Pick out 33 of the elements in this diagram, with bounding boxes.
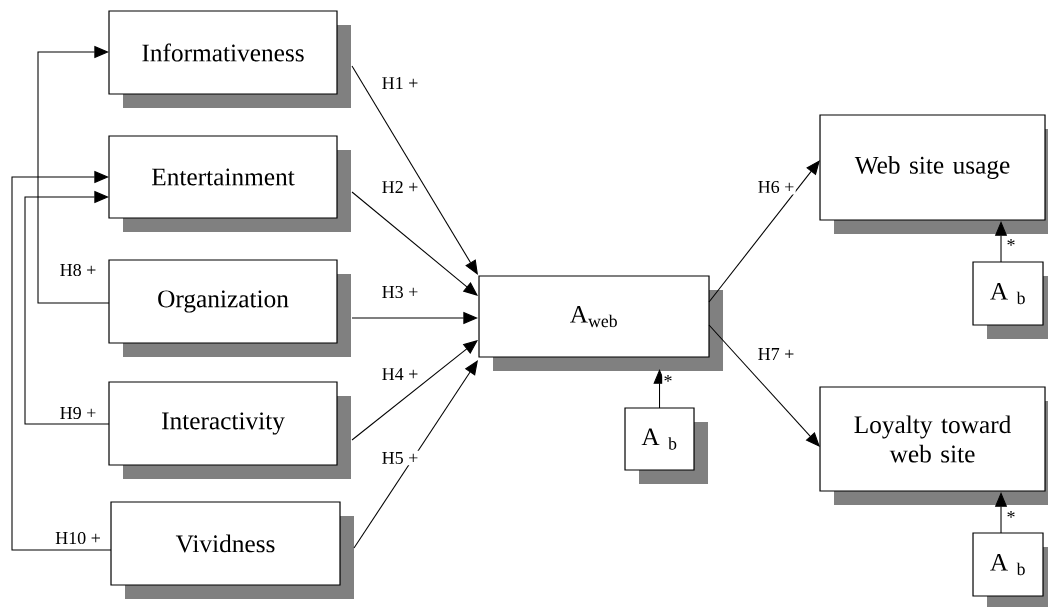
edge-label: H3 +: [380, 284, 420, 300]
edge-label: H10 +: [53, 530, 103, 546]
variable-box: A$_{web}$: [478, 275, 723, 371]
edge-label: H4 +: [380, 366, 420, 382]
edge-label: H2 +: [380, 179, 420, 195]
edge-label: H1 +: [380, 75, 420, 91]
arrow: [37, 45, 110, 304]
variable-box: Web site usage: [819, 114, 1048, 234]
variable-box: Loyalty toward web site: [819, 386, 1048, 505]
edge-label: H7 +: [756, 346, 796, 362]
variable-box: Organization: [108, 259, 351, 357]
edge-label: *: [1005, 509, 1017, 525]
variable-box: A $_{b}$: [972, 261, 1048, 339]
edge-label: H6 +: [756, 179, 796, 195]
arrow: [353, 360, 478, 549]
variable-box: Vividness: [110, 501, 354, 599]
edge-label: *: [662, 373, 674, 389]
edge-label: H8 +: [58, 262, 98, 278]
arrow: [11, 170, 112, 551]
arrow: [351, 191, 478, 296]
arrow: [708, 160, 820, 303]
edge-label: H9 +: [58, 405, 98, 421]
variable-box: A $_{b}$: [972, 532, 1048, 607]
variable-box: Interactivity: [108, 381, 351, 479]
arrow: [708, 324, 820, 447]
arrow: [351, 65, 478, 275]
variable-box: Entertainment: [108, 135, 351, 232]
arrow: [351, 340, 478, 441]
edge-label: *: [1005, 237, 1017, 253]
arrow: [24, 190, 110, 425]
edge-label: H5 +: [380, 450, 420, 466]
variable-box: A $_{b}$: [624, 407, 708, 484]
variable-box: Informativeness: [108, 10, 351, 108]
